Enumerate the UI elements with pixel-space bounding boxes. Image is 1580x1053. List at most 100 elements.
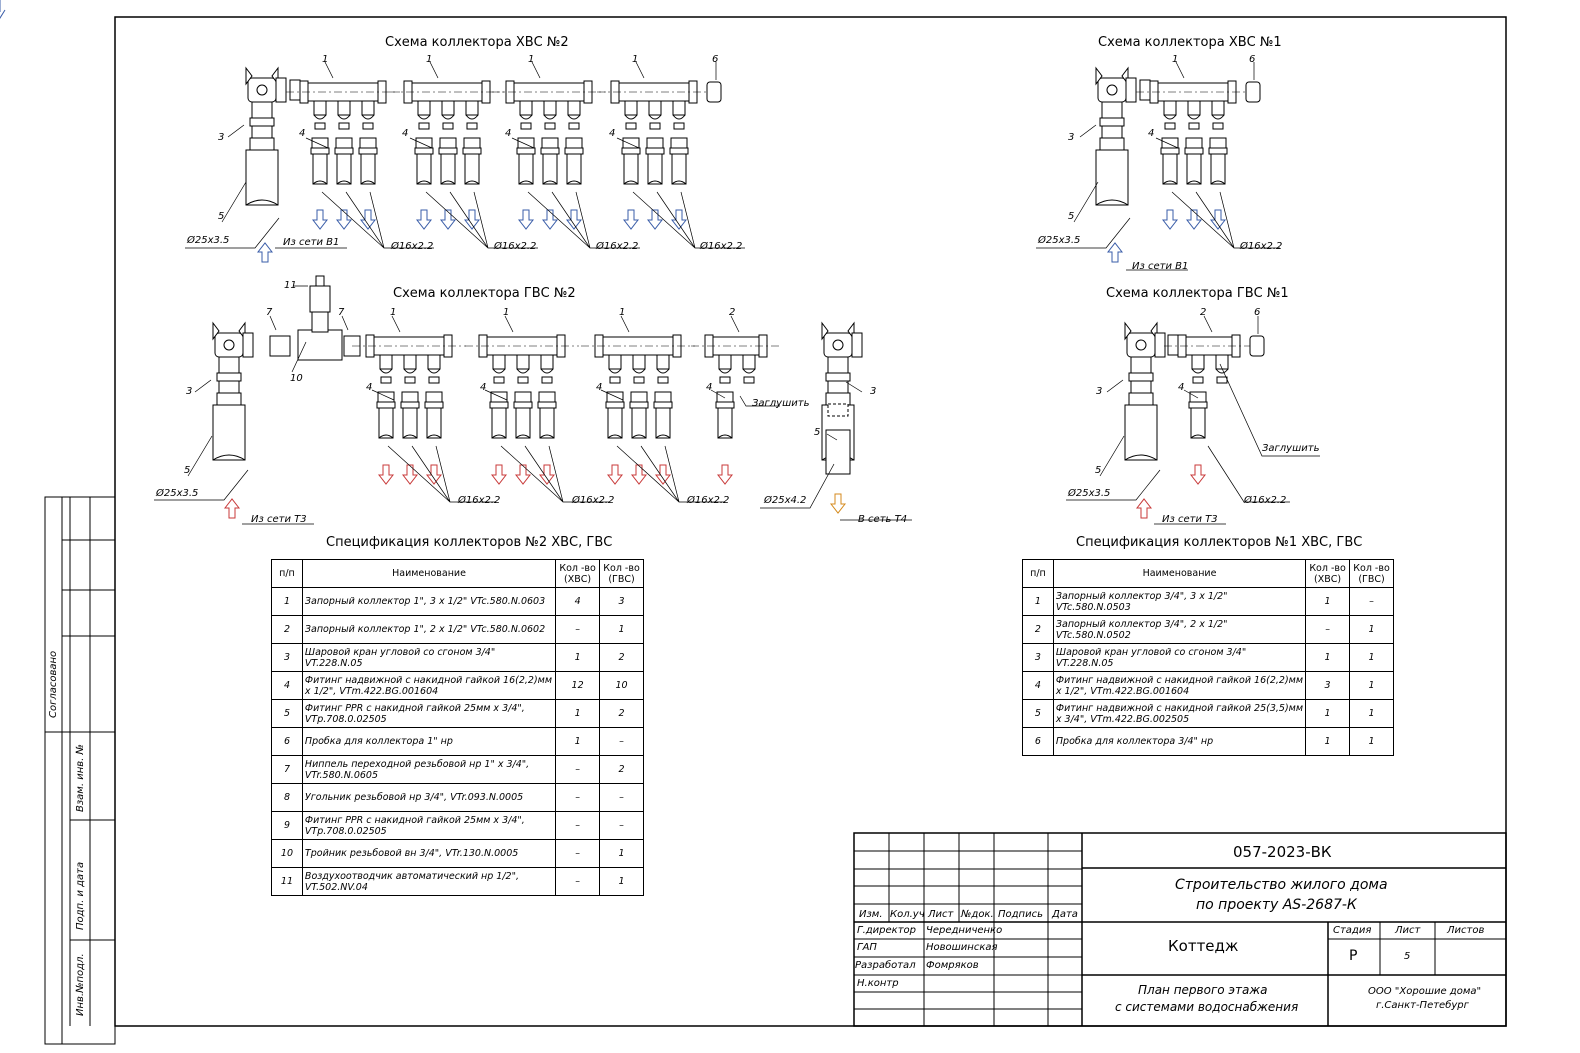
spec2-col-name: Наименование (301, 559, 557, 588)
spec2-cell-gvs-qty: 10 (599, 671, 644, 700)
callout-5: 5 (814, 427, 821, 438)
side-vzam: Взам. инв. № (75, 744, 86, 812)
callout-4: 4 (1178, 382, 1185, 393)
spec1-cell-name: Запорный коллектор 3/4", 2 x 1/2" VTc.58… (1052, 615, 1307, 644)
spec2-cell-hvs-qty: – (555, 867, 601, 896)
stamp-h-ndok: №док. (961, 909, 994, 920)
stamp-r1-name: Чередниченко (926, 925, 1003, 936)
callout-diam-16: Ø16x2.2 (596, 241, 639, 252)
callout-2: 2 (729, 307, 736, 318)
callout-1: 1 (1172, 54, 1179, 65)
spec1-cell-hvs-qty: 1 (1305, 643, 1351, 672)
callout-4: 4 (299, 128, 306, 139)
callout-4: 4 (596, 382, 603, 393)
spec2-cell-name: Угольник резьбовой нр 3/4", VTr.093.N.00… (301, 783, 557, 812)
spec2-cell-pos: 11 (271, 867, 303, 896)
stamp-r2-role: ГАП (857, 942, 877, 953)
spec1-cell-pos: 3 (1022, 643, 1054, 672)
callout-from-b1: Из сети В1 (283, 237, 340, 248)
spec2-cell-hvs-qty: 1 (555, 699, 601, 728)
spec2-cell-gvs-qty: 1 (599, 867, 644, 896)
callout-to-t4: В сеть Т4 (858, 514, 908, 525)
callout-1: 1 (426, 54, 433, 65)
spec1-cell-hvs-qty: 1 (1305, 587, 1351, 616)
callout-diam-25: Ø25x3.5 (1068, 488, 1111, 499)
callout-diam-16: Ø16x2.2 (572, 495, 615, 506)
spec1-cell-hvs-qty: 3 (1305, 671, 1351, 700)
callout-from-t3: Из сети Т3 (1162, 514, 1218, 525)
spec2-cell-hvs-qty: 12 (555, 671, 601, 700)
stamp-project-l2: по проекту AS-2687-К (1196, 897, 1357, 913)
callout-1: 1 (528, 54, 535, 65)
spec1-cell-gvs-qty: 1 (1349, 643, 1394, 672)
spec2-cell-gvs-qty: 2 (599, 699, 644, 728)
spec1-title: Спецификация коллекторов №1 ХВС, ГВС (1076, 535, 1363, 550)
stamp-r3-role: Разработал (855, 960, 916, 971)
spec1-cell-pos: 6 (1022, 727, 1054, 756)
spec2-cell-pos: 8 (271, 783, 303, 812)
spec2-cell-hvs-qty: – (555, 755, 601, 784)
callout-4: 4 (402, 128, 409, 139)
spec1-cell-hvs-qty: – (1305, 615, 1351, 644)
callout-4: 4 (480, 382, 487, 393)
hvs2-outflow-arrows (0, 0, 6, 19)
stamp-h-stadia: Стадия (1333, 925, 1372, 936)
callout-11: 11 (284, 280, 297, 291)
callout-6: 6 (1249, 54, 1256, 65)
callout-5: 5 (218, 211, 225, 222)
spec1-cell-pos: 4 (1022, 671, 1054, 700)
spec2-col-gvs: Кол -во (ГВС) (599, 559, 644, 588)
stamp-h-izm: Изм. (859, 909, 883, 920)
spec1-cell-hvs-qty: 1 (1305, 727, 1351, 756)
spec2-cell-gvs-qty: – (599, 727, 644, 756)
spec2-cell-name: Воздухоотводчик автоматический нр 1/2", … (301, 867, 557, 896)
stamp-h-list1: Лист (928, 909, 954, 920)
stamp-h-koluch: Кол.уч (890, 909, 925, 920)
spec2-cell-hvs-qty: – (555, 615, 601, 644)
stamp-r2-name: Новошинская (926, 942, 998, 953)
callout-1: 1 (503, 307, 510, 318)
callout-1: 1 (322, 54, 329, 65)
title-block-grid (853, 832, 1507, 1027)
callout-3: 3 (1068, 132, 1075, 143)
spec1-col-pn: п/п (1022, 559, 1054, 588)
spec2-cell-pos: 10 (271, 839, 303, 868)
gvs2-schematic (212, 275, 863, 475)
spec2-col-hvs: Кол -во (ХВС) (555, 559, 601, 588)
spec1-cell-hvs-qty: 1 (1305, 699, 1351, 728)
side-podp: Подп. и дата (75, 861, 86, 930)
callout-diam-16: Ø16x2.2 (700, 241, 743, 252)
stamp-code: 057-2023-ВК (1233, 843, 1332, 861)
stamp-stadia: Р (1349, 948, 1358, 964)
callout-7: 7 (266, 307, 273, 318)
spec1-cell-pos: 1 (1022, 587, 1054, 616)
callout-3: 3 (186, 386, 193, 397)
spec2-cell-hvs-qty: 1 (555, 727, 601, 756)
callout-1: 1 (632, 54, 639, 65)
spec2-cell-name: Шаровой кран угловой со сгоном 3/4" VT.2… (301, 643, 557, 672)
spec2-cell-pos: 9 (271, 811, 303, 840)
stamp-r4-role: Н.контр (857, 978, 899, 989)
spec1-cell-name: Фитинг надвижной с накидной гайкой 25(3,… (1052, 699, 1307, 728)
side-inv: Инв.№подл. (75, 953, 86, 1016)
spec2-cell-name: Фитинг надвижной с накидной гайкой 16(2,… (301, 671, 557, 700)
spec1-table: п/п Наименование Кол -во (ХВС) Кол -во (… (1022, 559, 1394, 756)
spec2-table: п/п Наименование Кол -во (ХВС) Кол -во (… (271, 559, 644, 896)
spec2-cell-gvs-qty: 2 (599, 755, 644, 784)
callout-4: 4 (366, 382, 373, 393)
spec2-cell-hvs-qty: 4 (555, 587, 601, 616)
spec1-cell-gvs-qty: 1 (1349, 671, 1394, 700)
spec1-cell-gvs-qty: – (1349, 587, 1394, 616)
